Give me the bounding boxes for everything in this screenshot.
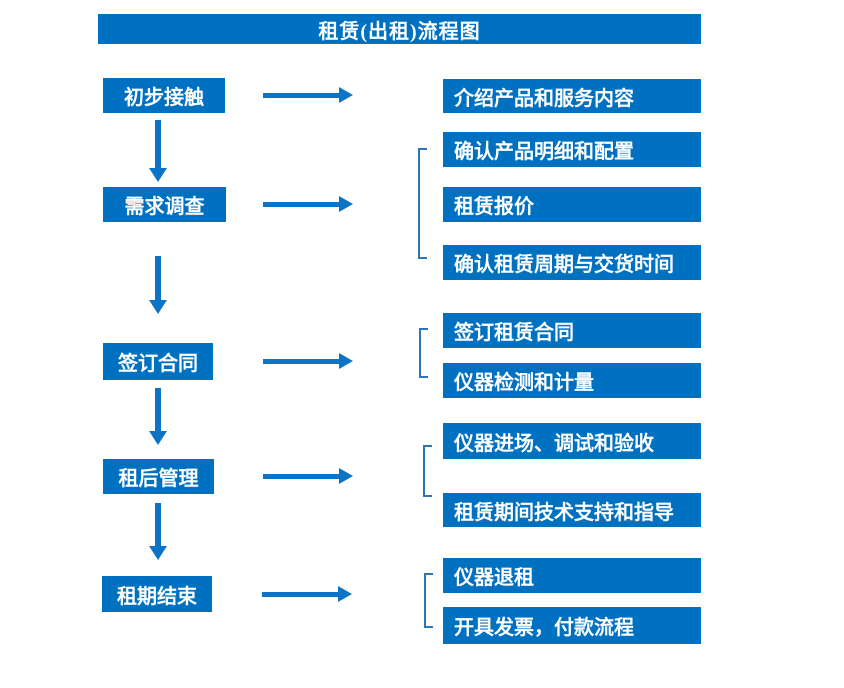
- group-bracket-post-rental-management: [423, 445, 432, 497]
- step-box-initial-contact: 初步接触: [103, 78, 225, 113]
- detail-box-instrument-testing-calibration: 仪器检测和计量: [443, 363, 701, 398]
- right-arrow-icon: [263, 87, 353, 103]
- group-bracket-demand-survey: [418, 148, 427, 259]
- detail-box-confirm-rental-period-delivery: 确认租赁周期与交货时间: [443, 245, 701, 280]
- flowchart-title: 租赁(出租)流程图: [98, 14, 701, 44]
- group-bracket-rental-end: [424, 573, 433, 628]
- group-bracket-sign-contract: [419, 328, 428, 378]
- detail-box-technical-support-guidance: 租赁期间技术支持和指导: [443, 493, 701, 527]
- detail-box-rental-quotation: 租赁报价: [443, 187, 701, 222]
- detail-box-instrument-return: 仪器退租: [443, 558, 701, 593]
- down-arrow-icon: [149, 503, 167, 560]
- detail-box-invoice-payment-process: 开具发票，付款流程: [443, 607, 701, 644]
- down-arrow-icon: [149, 256, 167, 314]
- step-box-demand-survey: 需求调查: [103, 187, 226, 222]
- step-box-post-rental-management: 租后管理: [103, 459, 214, 494]
- step-box-sign-contract: 签订合同: [103, 343, 213, 380]
- right-arrow-icon: [263, 468, 353, 484]
- step-box-rental-end: 租期结束: [102, 576, 212, 612]
- detail-box-confirm-product-details-config: 确认产品明细和配置: [443, 132, 701, 167]
- down-arrow-icon: [149, 120, 167, 182]
- detail-box-instrument-entry-commissioning-acceptance: 仪器进场、调试和验收: [443, 423, 701, 459]
- right-arrow-icon: [263, 353, 353, 369]
- right-arrow-icon: [262, 586, 352, 602]
- detail-box-sign-rental-contract: 签订租赁合同: [443, 313, 701, 348]
- right-arrow-icon: [263, 196, 353, 212]
- down-arrow-icon: [149, 388, 167, 445]
- detail-box-introduce-products-services: 介绍产品和服务内容: [443, 79, 701, 113]
